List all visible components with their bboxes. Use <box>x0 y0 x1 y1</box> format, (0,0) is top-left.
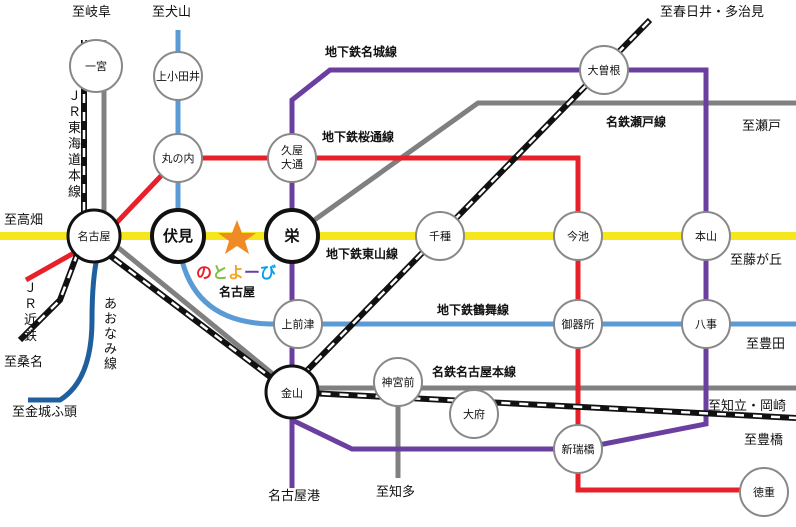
station-obu[interactable]: 大府 <box>449 389 499 439</box>
dir-gifu: 至岐阜 <box>72 4 111 20</box>
station-jingumae[interactable]: 神宮前 <box>373 357 423 407</box>
station-label: 今池 <box>567 229 589 243</box>
kintetsu-line-dash <box>19 235 86 341</box>
station-label: 大府 <box>463 407 485 421</box>
station-label: 大曽根 <box>588 63 621 77</box>
label-meitetsu-nagoya: 名鉄名古屋本線 <box>432 364 516 379</box>
station-label: 本山 <box>695 229 717 243</box>
station-ichinomiya[interactable]: 一宮 <box>69 39 123 93</box>
meitetsu-kanayama-line <box>102 234 292 390</box>
station-label: 丸の内 <box>162 151 195 165</box>
meitetsu-seto-line <box>290 100 796 239</box>
station-label: 金山 <box>281 386 303 400</box>
station-label: 名古屋 <box>78 229 111 243</box>
dir-seto: 至瀬戸 <box>742 119 781 134</box>
dir-fujigaoka: 至藤が丘 <box>730 253 782 268</box>
station-label: 伏見 <box>163 227 193 245</box>
station-imaike[interactable]: 今池 <box>553 211 603 261</box>
dir-kasugai: 至春日井・多治見 <box>660 4 764 20</box>
station-kanayama[interactable]: 金山 <box>264 364 320 420</box>
station-sakae[interactable]: 栄 <box>264 208 320 264</box>
station-hisaya-odori[interactable]: 久屋大通 <box>267 133 317 183</box>
dir-kuwana: 至桑名 <box>4 354 43 370</box>
brand-logo: のとよーび <box>196 263 277 282</box>
label-jr-tokaido: Ｊ Ｒ東海道本線 <box>68 89 85 200</box>
label-sakuradori: 地下鉄桜通線 <box>322 129 394 144</box>
label-kintetsu: Ｊ Ｒ近鉄 <box>24 281 41 344</box>
station-label: 上小田井 <box>156 69 200 83</box>
jr-tokaido-line-dash <box>82 40 796 420</box>
station-label: 御器所 <box>562 317 595 331</box>
jr-chuo-line-dash <box>289 19 651 389</box>
station-label: 上前津 <box>282 317 315 331</box>
station-gokiso[interactable]: 御器所 <box>553 299 603 349</box>
brand-sub: 名古屋 <box>219 284 255 299</box>
dir-toyoda: 至豊田 <box>746 337 785 352</box>
station-label: 徳重 <box>753 485 775 499</box>
label-higashiyama: 地下鉄東山線 <box>326 246 398 261</box>
dir-kinjo: 至金城ふ頭 <box>12 404 77 420</box>
station-fushimi[interactable]: 伏見 <box>150 208 206 264</box>
station-label: 八事 <box>695 318 717 331</box>
station-tokushige[interactable]: 徳重 <box>739 467 789 517</box>
dir-chiryu: 至知立・岡崎 <box>708 398 786 414</box>
station-label: 久屋大通 <box>281 144 303 171</box>
dir-nagoyako: 名古屋港 <box>268 488 320 504</box>
label-meitetsu-seto: 名鉄瀬戸線 <box>606 114 666 129</box>
station-motoyama[interactable]: 本山 <box>681 211 731 261</box>
dir-takabata: 至高畑 <box>4 212 43 228</box>
dir-inuyama: 至犬山 <box>152 5 191 20</box>
station-marunouchi[interactable]: 丸の内 <box>153 133 203 183</box>
star-icon <box>218 220 256 254</box>
station-label: 一宮 <box>85 59 107 73</box>
station-shinmizuho[interactable]: 新瑞橋 <box>553 424 603 474</box>
station-label: 神宮前 <box>382 375 415 389</box>
station-ozone[interactable]: 大曽根 <box>579 45 629 95</box>
dir-toyohashi: 至豊橋 <box>744 433 783 448</box>
station-label: 新瑞橋 <box>562 442 595 456</box>
label-aonami: あ おなみ線 <box>104 297 121 372</box>
station-kamiotai[interactable]: 上小田井 <box>153 51 203 101</box>
station-label: 栄 <box>283 227 300 245</box>
station-nagoya[interactable]: 名古屋 <box>66 208 122 264</box>
dir-chita: 至知多 <box>376 484 415 500</box>
station-label: 千種 <box>429 229 451 243</box>
label-tsurumai: 地下鉄鶴舞線 <box>437 302 509 317</box>
station-kamimaezu[interactable]: 上前津 <box>273 299 323 349</box>
station-chikusa[interactable]: 千種 <box>415 211 465 261</box>
station-yagoto[interactable]: 八事 <box>681 299 731 349</box>
label-meijo: 地下鉄名城線 <box>325 44 397 59</box>
